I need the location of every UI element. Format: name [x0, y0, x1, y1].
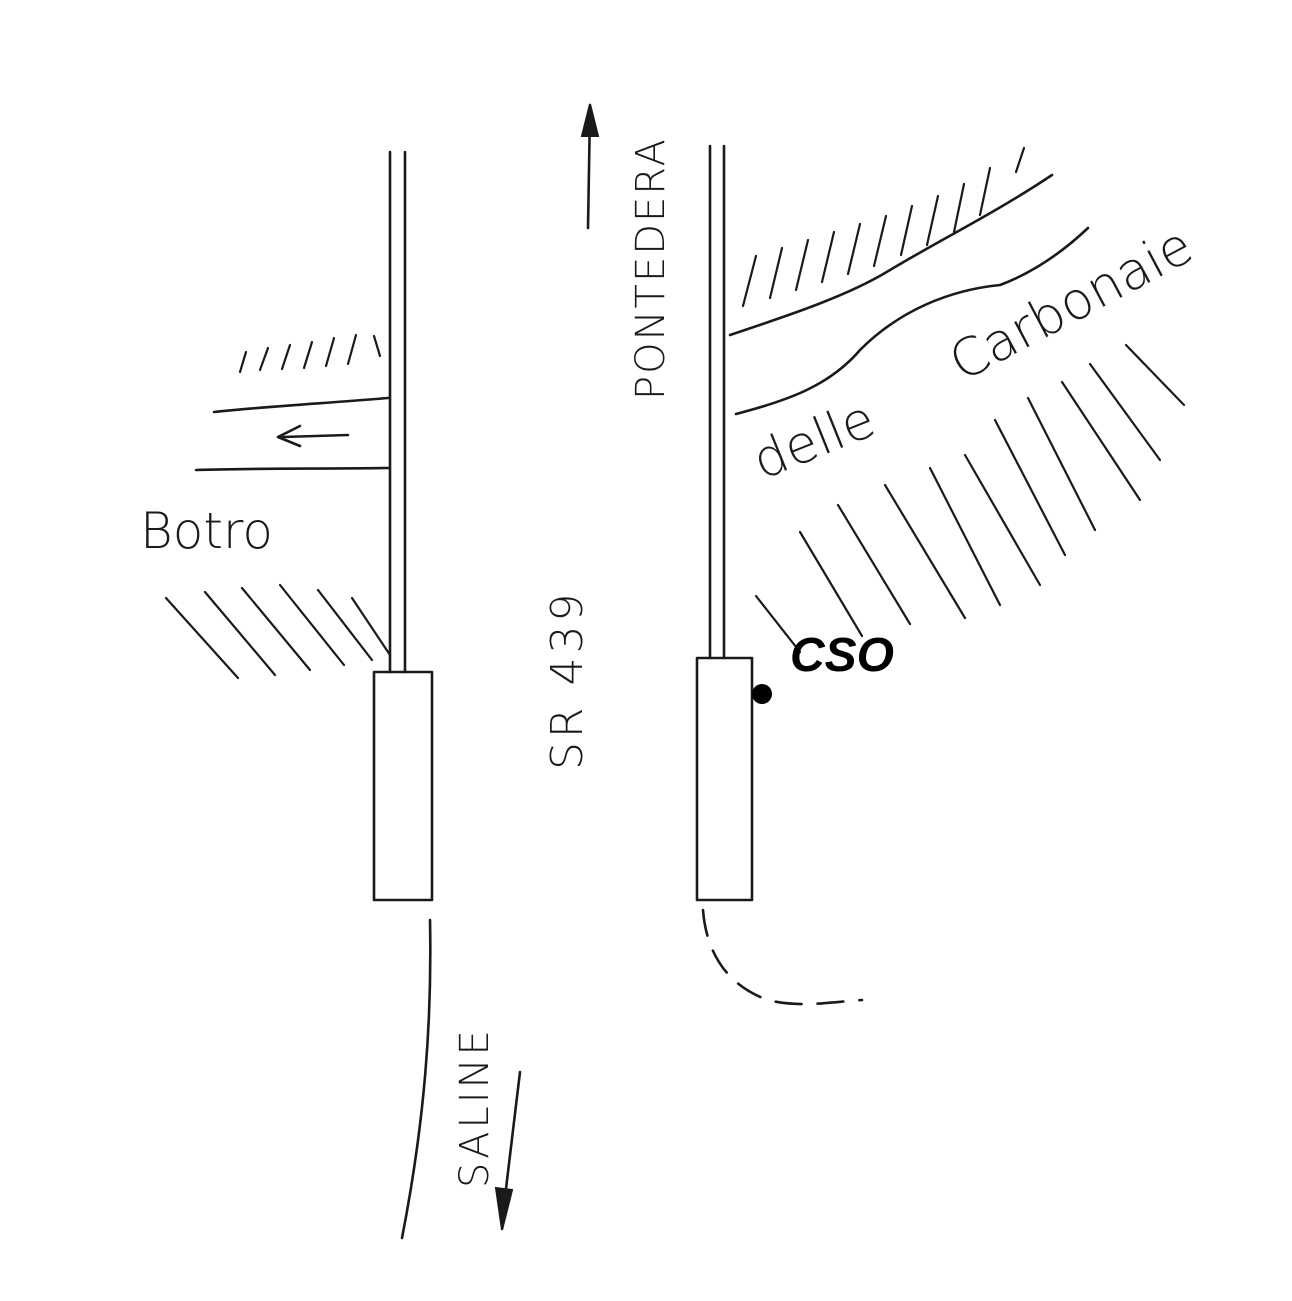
road-right-edge [695, 144, 754, 902]
filled-dot-icon [752, 684, 772, 704]
label-road-number: SR 439 [542, 590, 593, 770]
side-road-dashed [701, 908, 864, 1006]
bank-hatching-left-bottom [164, 583, 392, 680]
road-left-edge [372, 150, 434, 902]
bank-hatching-left-top [238, 333, 382, 374]
carbonaie-stream-right [728, 173, 1090, 416]
bank-hatching-right-top [741, 146, 1026, 308]
bank-hatching-right-bottom [754, 343, 1186, 654]
label-cso: CSO [790, 629, 894, 682]
road-continuation-curve [400, 918, 432, 1240]
arrow-down-icon [494, 1070, 522, 1231]
label-botro: Botro [140, 502, 273, 560]
arrow-up-icon [580, 103, 600, 230]
label-pontedera: PONTEDERA [628, 137, 674, 400]
label-saline: SALINE [452, 1027, 498, 1188]
arrow-left-icon [281, 433, 350, 439]
botro-stream-left [194, 396, 390, 472]
